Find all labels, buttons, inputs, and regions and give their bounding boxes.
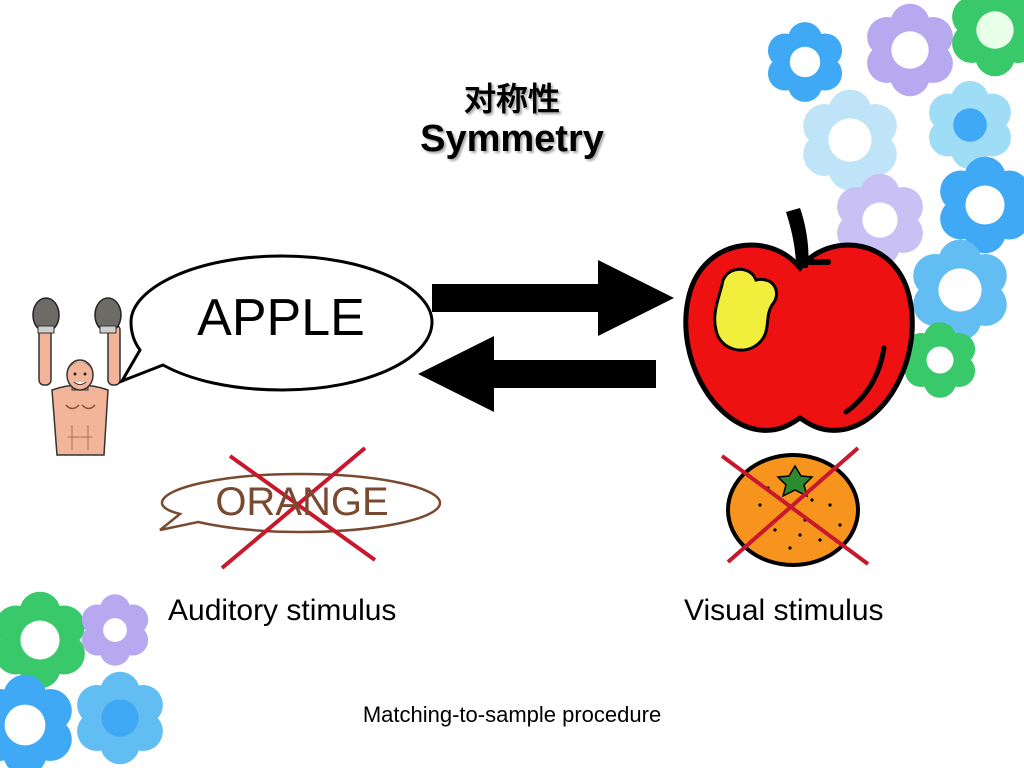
red-x-icon [720, 446, 870, 566]
flower-icon [867, 3, 953, 97]
flower-icon [904, 322, 976, 398]
arrow-left [418, 336, 656, 412]
decor-flowers-bottom-left [0, 591, 163, 768]
flower-icon [0, 591, 85, 689]
title-english: Symmetry [420, 118, 604, 160]
flower-icon [0, 674, 72, 768]
flower-icon [81, 594, 149, 666]
decor-flowers-top-right [767, 0, 1024, 398]
caption-auditory: Auditory stimulus [168, 594, 397, 627]
title-chinese: 对称性 [463, 80, 560, 118]
arrow-right [432, 260, 674, 336]
red-x-icon [220, 446, 377, 570]
caption-visual: Visual stimulus [684, 594, 884, 627]
sample-word: APPLE [197, 289, 365, 347]
flower-icon [767, 22, 843, 102]
flower-icon [952, 0, 1024, 77]
comparison-word: ORANGE [215, 480, 389, 524]
caption-procedure: Matching-to-sample procedure [362, 702, 662, 727]
flower-icon [837, 173, 923, 267]
flower-icon [913, 239, 1007, 341]
flower-icon [77, 671, 163, 765]
boxer-arms-raised-icon [32, 297, 122, 456]
flower-icon [929, 80, 1011, 170]
red-apple-icon [683, 208, 915, 433]
speech-bubble-apple [118, 254, 434, 392]
flower-icon [803, 89, 897, 191]
flower-icon [940, 156, 1024, 254]
